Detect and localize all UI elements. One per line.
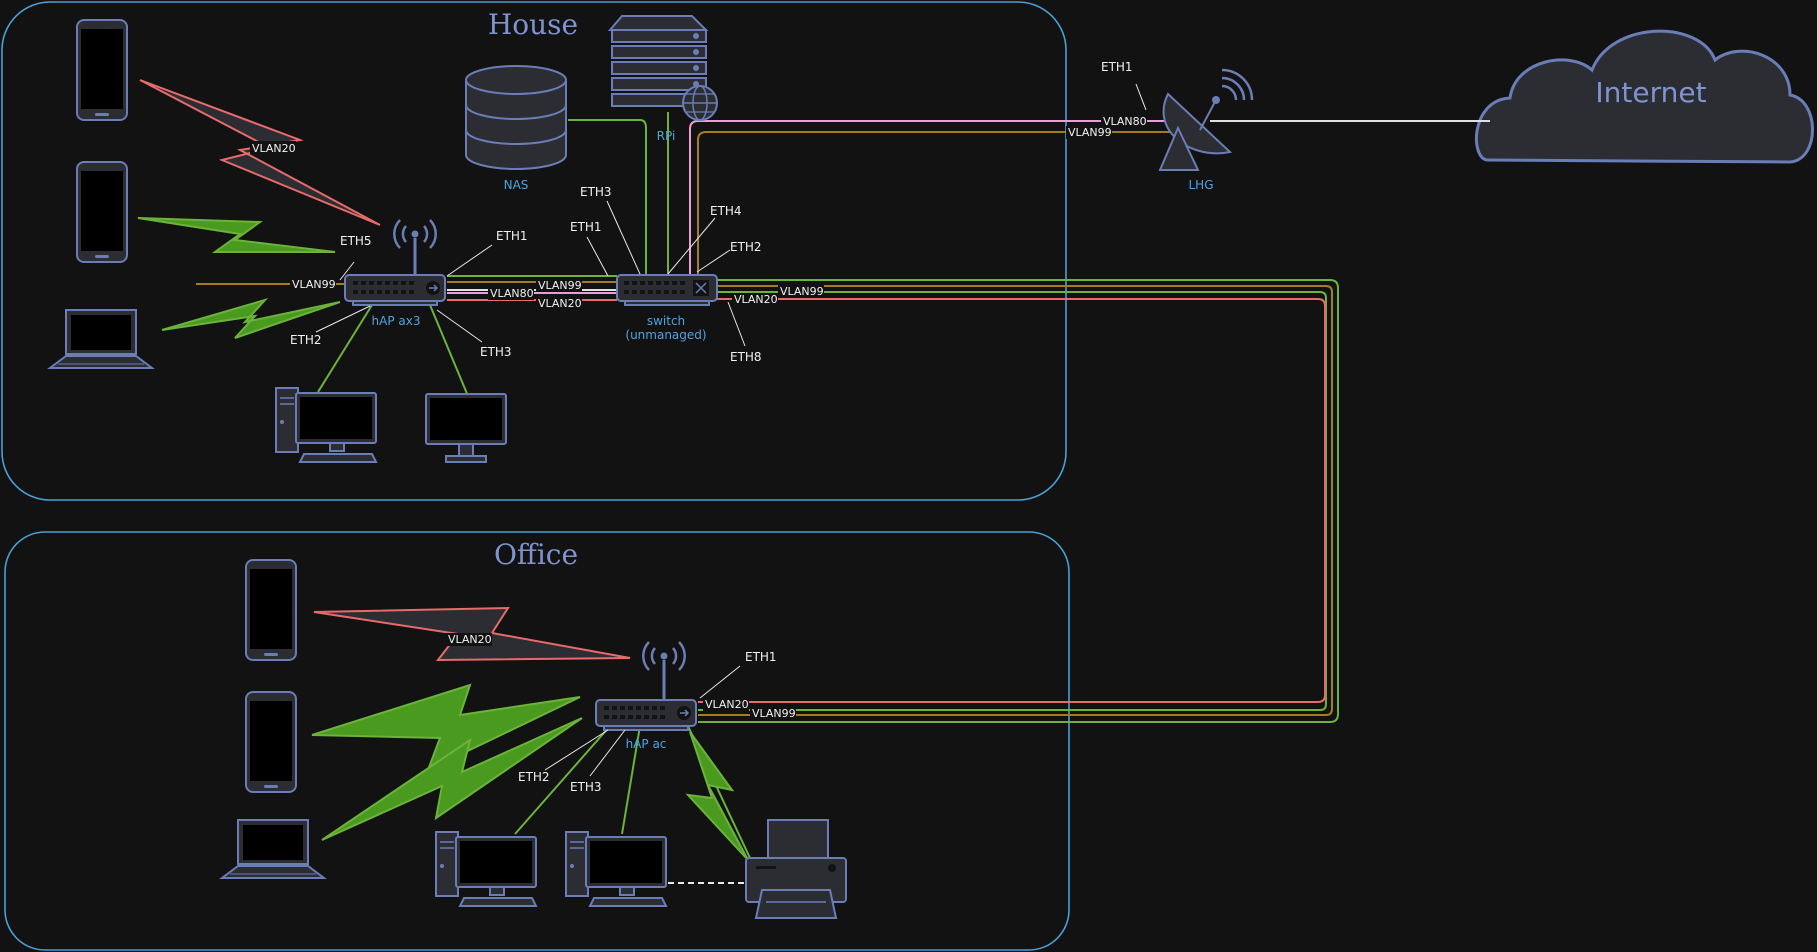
- ax3-eth2-label: ETH2: [290, 333, 322, 347]
- smartphone-icon: [76, 161, 128, 263]
- wifi-router-icon: [344, 219, 446, 306]
- desktop-pc-icon: [435, 831, 537, 907]
- hap-ac-eth3-label: ETH3: [570, 780, 602, 794]
- vlan-label: VLAN80: [1103, 115, 1147, 128]
- nas-label: NAS: [504, 178, 529, 192]
- wifi-router-icon: [595, 641, 697, 731]
- switch-label: switch: [647, 314, 685, 328]
- wireless-link-laptop: [161, 298, 341, 339]
- hap-ac-eth2-label: ETH2: [518, 770, 550, 784]
- house-zone: [1, 1, 1067, 501]
- cloud-icon: [1475, 29, 1814, 164]
- globe-icon: [682, 85, 718, 121]
- switch-eth8-label: ETH8: [730, 350, 762, 364]
- wireless-link-printer: [685, 731, 749, 861]
- switch-eth4-label: ETH4: [710, 204, 742, 218]
- switch-eth2-label: ETH2: [730, 240, 762, 254]
- vlan-label: VLAN99: [292, 278, 336, 291]
- wireless-link-office-laptop: [321, 717, 583, 841]
- lhg-label: LHG: [1188, 178, 1213, 192]
- switch-eth1-label: ETH1: [570, 220, 602, 234]
- switch-eth3-label: ETH3: [580, 185, 612, 199]
- vlan-label: VLAN99: [752, 707, 796, 720]
- vlan-label: VLAN80: [490, 287, 534, 300]
- hap-ac-eth1-label: ETH1: [745, 650, 777, 664]
- switch-sublabel: (unmanaged): [625, 328, 706, 342]
- printer-icon: [745, 819, 847, 919]
- office-zone: [4, 531, 1070, 951]
- vlan-label: VLAN20: [538, 297, 582, 310]
- vlan-label: VLAN20: [448, 633, 492, 646]
- vlan-label: VLAN99: [780, 285, 824, 298]
- smartphone-icon: [76, 19, 128, 121]
- laptop-icon: [221, 819, 325, 879]
- hap-ac-label: hAP ac: [626, 737, 667, 751]
- switch-icon: [616, 274, 718, 306]
- vlan-label: VLAN20: [734, 293, 778, 306]
- laptop-icon: [49, 309, 153, 369]
- desktop-pc-icon: [275, 387, 377, 463]
- ax3-eth3-label: ETH3: [480, 345, 512, 359]
- satellite-dish-icon: [1158, 68, 1254, 171]
- wireless-link-phone2: [137, 217, 336, 253]
- office-title: Office: [494, 538, 578, 571]
- server-icon: [607, 15, 709, 107]
- wireless-link-office-phone2: [311, 683, 581, 772]
- monitor-icon: [425, 393, 507, 463]
- vlan-label: VLAN20: [252, 142, 296, 155]
- hap-ax3-label: hAP ax3: [372, 314, 421, 328]
- rpi-label: RPi: [657, 129, 676, 143]
- internet-label: Internet: [1595, 76, 1706, 109]
- vlan-label: VLAN99: [1068, 126, 1112, 139]
- house-title: House: [488, 8, 578, 41]
- lhg-eth1-label: ETH1: [1101, 60, 1133, 74]
- desktop-pc-icon: [565, 831, 667, 907]
- ax3-eth5-label: ETH5: [340, 234, 372, 248]
- smartphone-icon: [245, 691, 297, 793]
- vlan-label: VLAN99: [538, 279, 582, 292]
- smartphone-icon: [245, 559, 297, 661]
- database-icon: [465, 65, 567, 170]
- ax3-eth1-label: ETH1: [496, 229, 528, 243]
- vlan-label: VLAN20: [705, 698, 749, 711]
